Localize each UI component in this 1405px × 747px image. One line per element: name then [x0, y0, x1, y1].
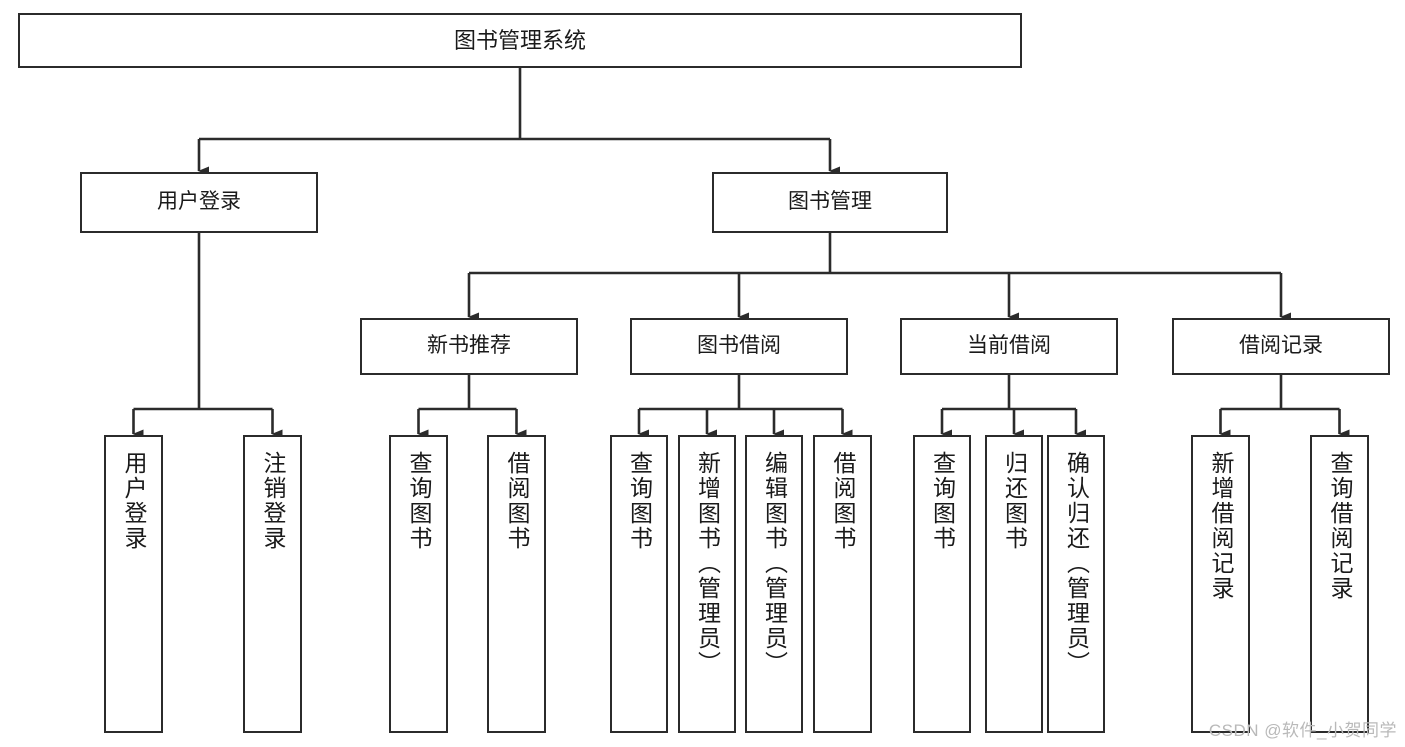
node-current-borrow[interactable]: 当前借阅	[900, 318, 1118, 375]
node-leaf-query-book-3[interactable]: 查询图书	[913, 435, 971, 733]
node-label: 借阅图书	[504, 451, 530, 551]
node-label: 新增借阅记录	[1208, 451, 1234, 601]
node-label: 用户登录	[157, 190, 241, 214]
node-label: 当前借阅	[967, 334, 1051, 358]
node-label: 借阅记录	[1239, 334, 1323, 358]
node-label: 查询借阅记录	[1327, 451, 1353, 601]
node-leaf-query-record[interactable]: 查询借阅记录	[1310, 435, 1369, 733]
node-label: 编辑图书（管理员）	[761, 451, 788, 676]
node-label: 新书推荐	[427, 334, 511, 358]
node-borrow-record[interactable]: 借阅记录	[1172, 318, 1390, 375]
node-leaf-confirm-return[interactable]: 确认归还（管理员）	[1047, 435, 1105, 733]
node-leaf-logout[interactable]: 注销登录	[243, 435, 302, 733]
node-leaf-edit-book[interactable]: 编辑图书（管理员）	[745, 435, 803, 733]
node-label: 确认归还（管理员）	[1063, 451, 1090, 676]
node-leaf-query-book-1[interactable]: 查询图书	[389, 435, 448, 733]
node-leaf-borrow-book-2[interactable]: 借阅图书	[813, 435, 872, 733]
node-label: 图书管理系统	[453, 27, 586, 53]
node-leaf-borrow-book-1[interactable]: 借阅图书	[487, 435, 546, 733]
connector-edges	[132, 68, 1350, 439]
node-new-book-rec[interactable]: 新书推荐	[360, 318, 578, 375]
node-label: 注销登录	[260, 451, 286, 551]
node-label: 查询图书	[406, 451, 432, 551]
node-leaf-query-book-2[interactable]: 查询图书	[610, 435, 668, 733]
node-label: 查询图书	[626, 451, 653, 551]
node-label: 图书借阅	[697, 334, 781, 358]
node-label: 查询图书	[929, 451, 956, 551]
node-book-borrow[interactable]: 图书借阅	[630, 318, 848, 375]
node-label: 图书管理	[788, 190, 872, 214]
node-label: 借阅图书	[830, 451, 856, 551]
node-leaf-user-login[interactable]: 用户登录	[104, 435, 163, 733]
node-leaf-return-book[interactable]: 归还图书	[985, 435, 1043, 733]
node-book-manage[interactable]: 图书管理	[712, 172, 948, 233]
node-leaf-add-book[interactable]: 新增图书（管理员）	[678, 435, 736, 733]
node-leaf-add-record[interactable]: 新增借阅记录	[1191, 435, 1250, 733]
node-label: 新增图书（管理员）	[694, 451, 721, 676]
node-root[interactable]: 图书管理系统	[18, 13, 1022, 68]
node-user-login[interactable]: 用户登录	[80, 172, 318, 233]
watermark-text: CSDN @软件_小贺同学	[1208, 721, 1397, 740]
node-label: 用户登录	[121, 451, 147, 551]
node-label: 归还图书	[1001, 451, 1028, 551]
